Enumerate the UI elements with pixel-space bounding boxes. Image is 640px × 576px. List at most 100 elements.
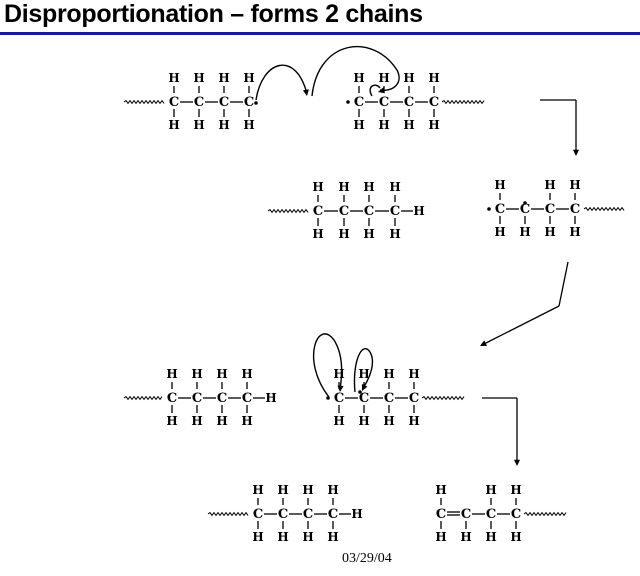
hydrogen-atom: H [252, 483, 263, 497]
carbon-atom: C [242, 391, 252, 406]
electron-arrow-radical-transfer [255, 64, 308, 101]
carbon-atom: C [354, 95, 364, 110]
hydrogen-atom: H [302, 483, 313, 497]
hydrogen-atom: H [312, 227, 323, 241]
carbon-atom: C [384, 391, 394, 406]
hydrogen-atom: H [363, 180, 374, 194]
carbon-atom: C [570, 202, 580, 217]
radical-dot [346, 100, 350, 104]
hydrogen-atom: H [216, 367, 227, 381]
carbon-atom: C [192, 391, 202, 406]
hydrogen-atom: H [358, 367, 369, 381]
hydrogen-atom: H [351, 507, 362, 521]
hydrogen-atom: H [363, 227, 374, 241]
hydrogen-atom: H [519, 225, 530, 239]
flow-arrowhead [572, 149, 580, 156]
flow-arrowhead [480, 340, 487, 346]
electron-arrowhead [337, 385, 344, 392]
carbon-atom: C [244, 95, 254, 110]
carbon-atom: C [390, 204, 400, 219]
carbon-atom: C [167, 391, 177, 406]
carbon-atom: C [409, 391, 419, 406]
hydrogen-atom: H [428, 71, 439, 85]
hydrogen-atom: H [485, 530, 496, 544]
carbon-atom: C [379, 95, 389, 110]
hydrogen-atom: H [403, 118, 414, 132]
hydrogen-atom: H [241, 414, 252, 428]
title-rule [0, 32, 640, 35]
hydrogen-atom: H [218, 71, 229, 85]
hydrogen-atom: H [338, 180, 349, 194]
hydrogen-atom: H [312, 180, 323, 194]
radical-dot [487, 207, 491, 211]
polymer-chain-wavy-bond [207, 511, 249, 517]
hydrogen-atom: H [389, 227, 400, 241]
carbon-atom: C [364, 204, 374, 219]
hydrogen-atom: H [243, 71, 254, 85]
hydrogen-atom: H [166, 414, 177, 428]
polymer-chain-wavy-bond [267, 208, 309, 214]
hydrogen-atom: H [241, 367, 252, 381]
hydrogen-atom: H [302, 530, 313, 544]
electron-arrow-small-hook [369, 84, 381, 97]
hydrogen-atom: H [383, 414, 394, 428]
radical-dot [523, 201, 527, 205]
hydrogen-atom: H [333, 414, 344, 428]
electron-arrow-right-loop [353, 348, 374, 393]
footer-date: 03/29/04 [342, 551, 392, 566]
hydrogen-atom: H [413, 204, 424, 218]
carbon-atom: C [520, 202, 530, 217]
polymer-chain-wavy-bond [441, 99, 485, 105]
hydrogen-atom: H [168, 118, 179, 132]
carbon-atom: C [436, 507, 446, 522]
flow-arrowhead [513, 459, 521, 466]
electron-arrow-left-loop [312, 333, 343, 398]
hydrogen-atom: H [265, 391, 276, 405]
carbon-atom: C [169, 95, 179, 110]
hydrogen-atom: H [544, 178, 555, 192]
hydrogen-atom: H [218, 118, 229, 132]
hydrogen-atom: H [435, 483, 446, 497]
flow-arrow-segment [483, 305, 560, 345]
carbon-atom: C [461, 507, 471, 522]
electron-arrow-hydrogen-abstraction [311, 45, 400, 97]
page-title: Disproportionation – forms 2 chains [4, 0, 423, 28]
carbon-atom: C [219, 95, 229, 110]
hydrogen-atom: H [353, 118, 364, 132]
carbon-atom: C [359, 391, 369, 406]
radical-dot [254, 101, 258, 105]
hydrogen-atom: H [383, 367, 394, 381]
polymer-chain-wavy-bond [421, 395, 465, 401]
hydrogen-atom: H [510, 530, 521, 544]
hydrogen-atom: H [191, 367, 202, 381]
hydrogen-atom: H [378, 118, 389, 132]
hydrogen-atom: H [191, 414, 202, 428]
carbon-atom: C [194, 95, 204, 110]
carbon-atom: C [495, 202, 505, 217]
carbon-atom: C [303, 507, 313, 522]
carbon-atom: C [278, 507, 288, 522]
electron-arrowhead [378, 87, 385, 94]
hydrogen-atom: H [428, 118, 439, 132]
hydrogen-atom: H [408, 367, 419, 381]
hydrogen-atom: H [277, 483, 288, 497]
hydrogen-atom: H [243, 118, 254, 132]
carbon-atom: C [429, 95, 439, 110]
hydrogen-atom: H [460, 530, 471, 544]
carbon-atom: C [511, 507, 521, 522]
radical-dot [326, 396, 330, 400]
hydrogen-atom: H [327, 483, 338, 497]
polymer-chain-wavy-bond [123, 99, 165, 105]
polymer-chain-wavy-bond [123, 395, 163, 401]
carbon-atom: C [328, 507, 338, 522]
hydrogen-atom: H [389, 180, 400, 194]
carbon-atom: C [217, 391, 227, 406]
hydrogen-atom: H [494, 178, 505, 192]
hydrogen-atom: H [358, 414, 369, 428]
